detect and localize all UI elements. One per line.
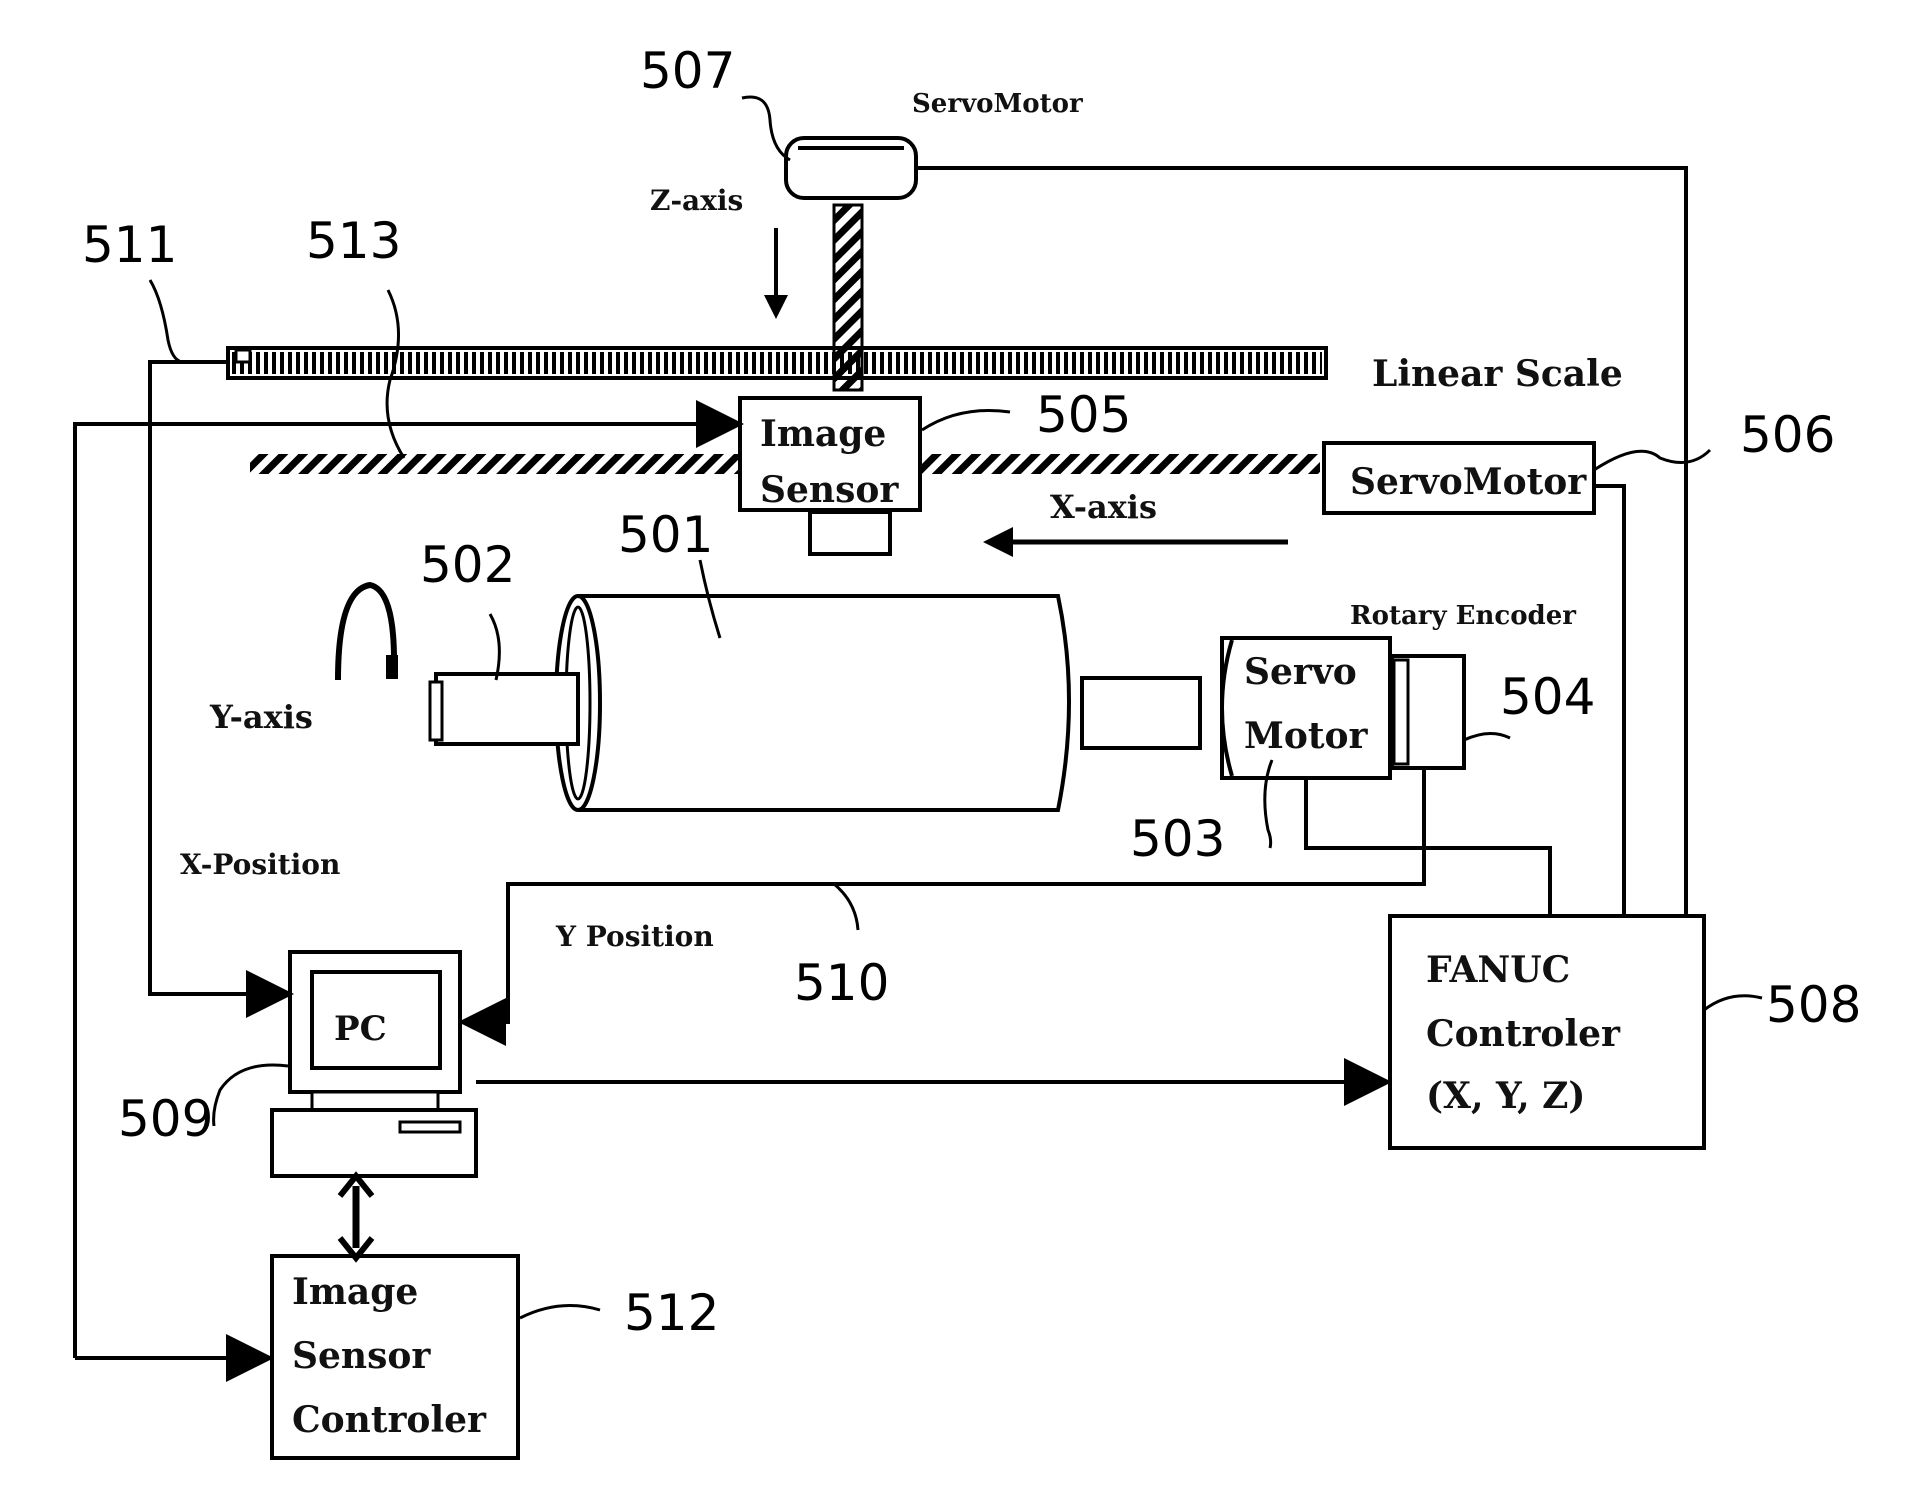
label-x-position: X-Position (180, 848, 340, 881)
label-y-axis: Y-axis (209, 698, 313, 736)
ref-501: 501 (618, 506, 713, 564)
ref-512: 512 (624, 1284, 719, 1342)
z-axis-screw (834, 205, 862, 390)
label-fanuc-3: (X, Y, Z) (1426, 1075, 1585, 1117)
label-image-sensor-1: Image (760, 413, 886, 455)
label-image-sensor-2: Sensor (760, 469, 899, 511)
roll-cylinder (430, 596, 1200, 810)
label-z-axis: Z-axis (650, 184, 743, 217)
label-servomotor-z: ServoMotor (912, 89, 1083, 119)
label-servomotor-x: ServoMotor (1350, 461, 1587, 503)
ref-504: 504 (1500, 668, 1595, 726)
ref-509: 509 (118, 1090, 213, 1148)
label-x-axis: X-axis (1050, 488, 1157, 526)
label-pc: PC (334, 1009, 387, 1049)
ref-507: 507 (640, 42, 735, 100)
ref-508: 508 (1766, 976, 1861, 1034)
ref-513: 513 (306, 212, 401, 270)
ref-503: 503 (1130, 810, 1225, 868)
ref-505: 505 (1036, 386, 1131, 444)
label-rotary-encoder: Rotary Encoder (1350, 601, 1576, 631)
ref-506: 506 (1740, 406, 1835, 464)
ref-511: 511 (82, 216, 177, 274)
label-isc-3: Controler (292, 1399, 487, 1441)
pc-computer (272, 952, 476, 1176)
label-servo-motor-2: Motor (1244, 715, 1369, 757)
label-linear-scale: Linear Scale (1372, 353, 1623, 395)
ref-510: 510 (794, 954, 889, 1012)
ref-502: 502 (420, 536, 515, 594)
label-servo-motor-1: Servo (1244, 651, 1357, 693)
label-y-position: Y Position (555, 920, 714, 953)
servomotor-z (786, 138, 916, 198)
y-axis-rotation-arrow (338, 585, 398, 680)
label-isc-1: Image (292, 1271, 418, 1313)
label-fanuc-2: Controler (1426, 1013, 1621, 1055)
label-fanuc-1: FANUC (1426, 949, 1570, 991)
label-isc-2: Sensor (292, 1335, 431, 1377)
